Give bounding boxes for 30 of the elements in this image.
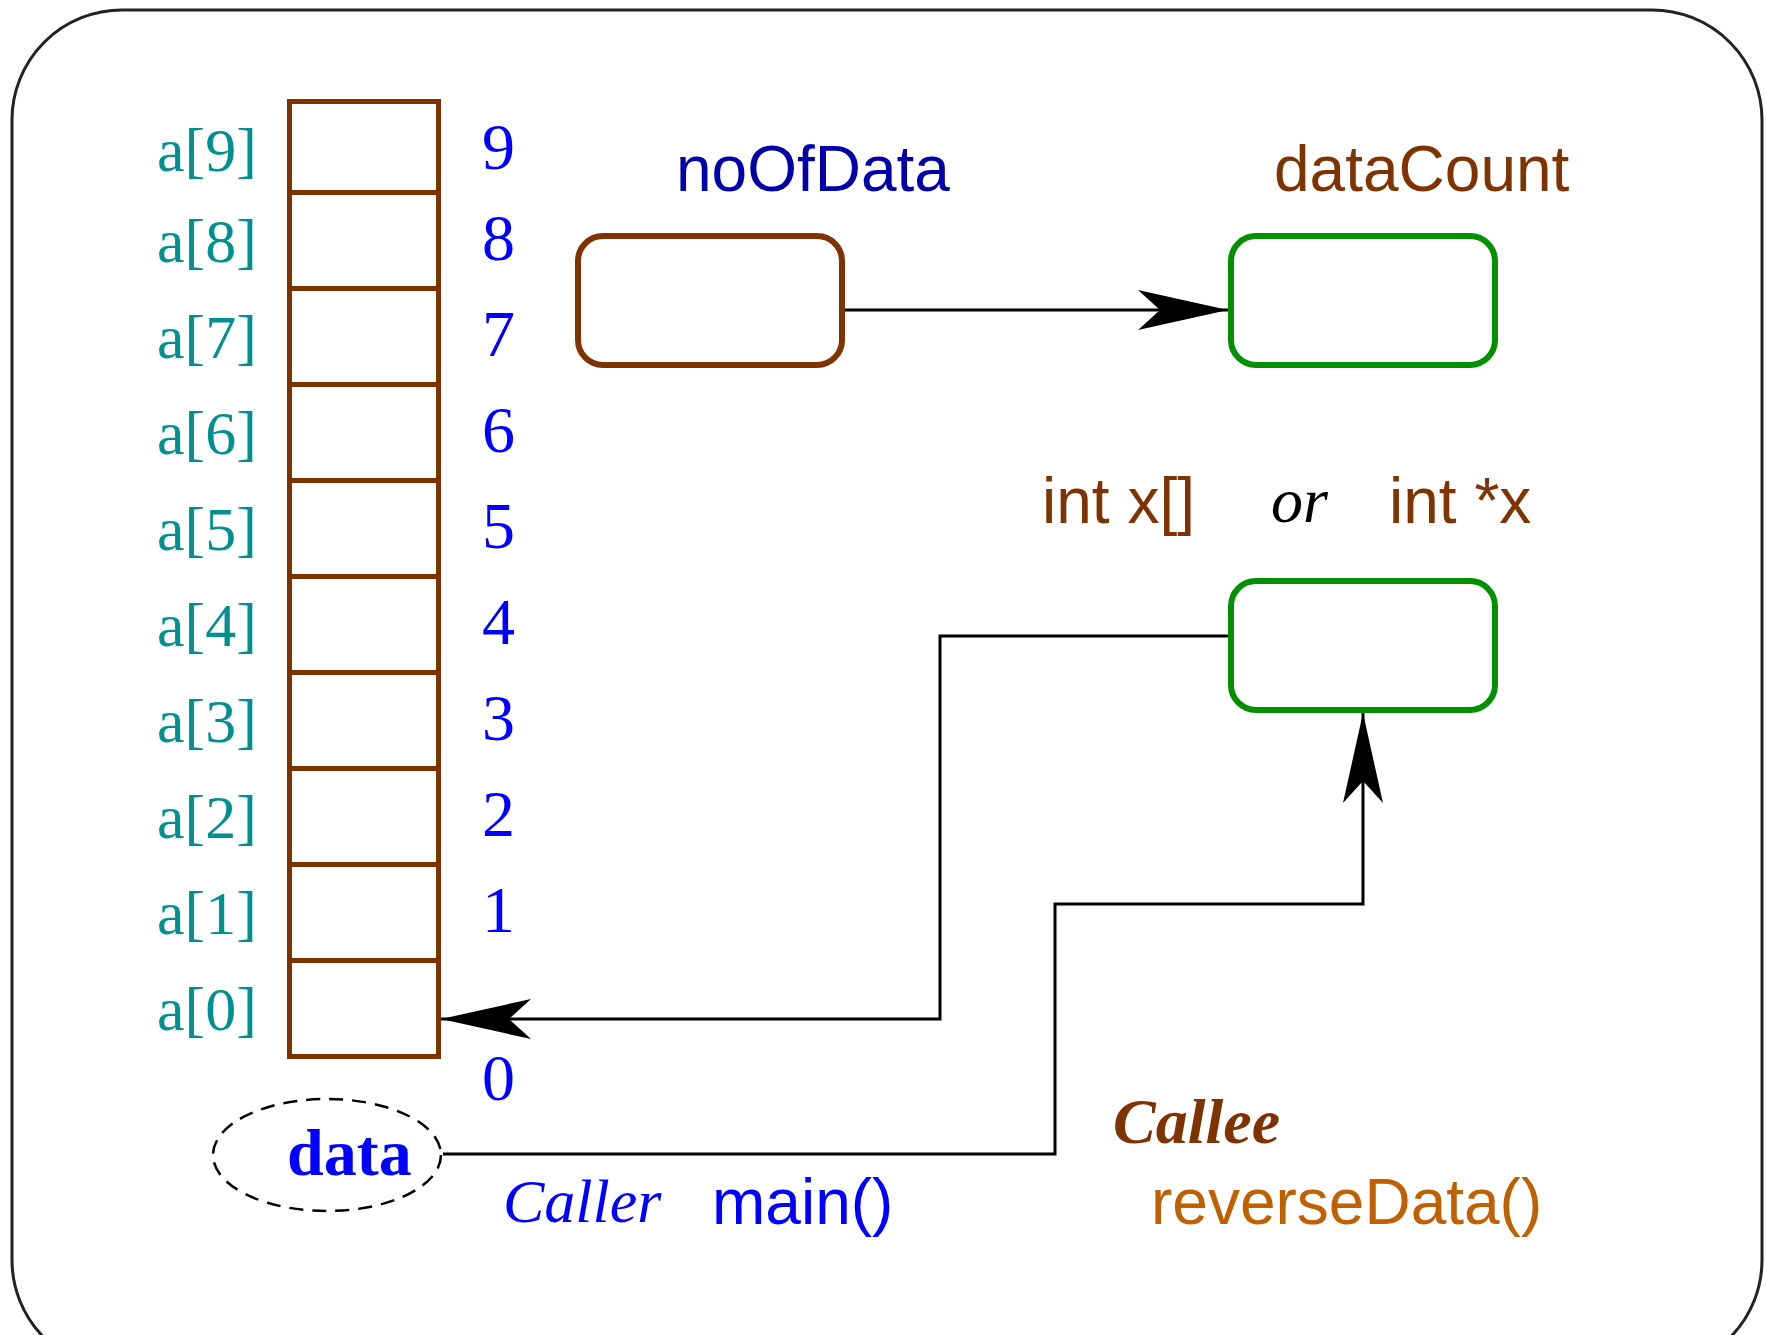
element-label: a[6] [157, 402, 257, 464]
array-name: data [287, 1120, 412, 1186]
index-number: 3 [482, 685, 515, 751]
variable-label: int *x [1389, 469, 1532, 533]
variable-label: dataCount [1274, 137, 1570, 201]
variable-label: or [1271, 469, 1328, 533]
arrow [443, 713, 1383, 1156]
index-number: 9 [482, 114, 515, 180]
element-label: a[0] [157, 978, 257, 1040]
element-label: a[4] [157, 594, 257, 656]
element-label: a[5] [157, 498, 257, 560]
index-number: 5 [482, 493, 515, 559]
index-number: 7 [482, 301, 515, 367]
index-number: 1 [482, 877, 515, 943]
element-label: a[3] [157, 690, 257, 752]
element-label: a[8] [157, 210, 257, 272]
index-number: 2 [482, 781, 515, 847]
variable-label: noOfData [676, 137, 950, 201]
arrow [441, 634, 1228, 1039]
element-label: a[7] [157, 306, 257, 368]
element-label: a[2] [157, 786, 257, 848]
role-label: Callee [1113, 1090, 1281, 1154]
index-number: 8 [482, 205, 515, 271]
element-label: a[9] [157, 119, 257, 181]
arrow [845, 290, 1228, 330]
index-number: 4 [482, 589, 515, 655]
index-number: 6 [482, 397, 515, 463]
index-number: 0 [482, 1045, 515, 1111]
element-label: a[1] [157, 882, 257, 944]
role-label: Caller [503, 1170, 662, 1232]
